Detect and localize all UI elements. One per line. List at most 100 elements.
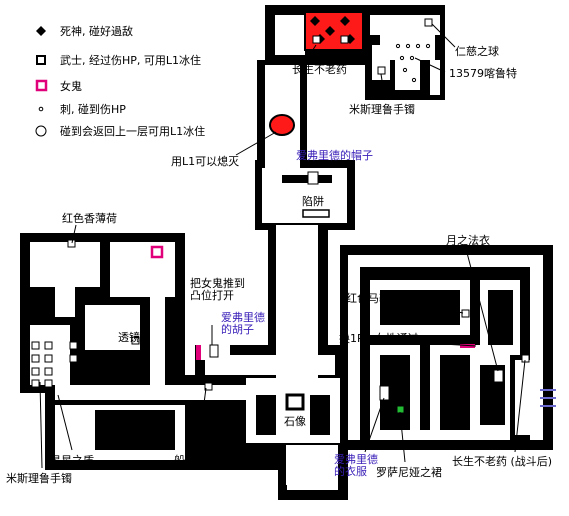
ghost-legend-icon xyxy=(35,79,48,92)
hat-chest-icon xyxy=(307,171,319,185)
inner-wall xyxy=(420,345,430,430)
mandrake-chest-icon xyxy=(461,309,470,318)
spike-markers xyxy=(395,43,431,83)
bottom-exit xyxy=(284,485,287,497)
lens-room-floor xyxy=(85,305,140,350)
leader-line xyxy=(414,57,446,73)
inner-wall xyxy=(380,290,460,325)
label-captain-hat: 船长之帽 xyxy=(174,453,218,467)
spike-icon xyxy=(409,55,415,61)
label-push-ghost-2: 凸位打开 xyxy=(190,288,234,302)
legend-ghost: 女鬼 xyxy=(60,79,82,93)
connector-floor xyxy=(205,355,335,375)
beard-chest-icon xyxy=(209,344,219,358)
ghost-marker xyxy=(150,245,164,259)
label-misri-bottom: 米斯理鲁手镯 xyxy=(6,471,72,485)
label-push-ghost-1: 把女鬼推到 xyxy=(190,276,245,290)
spike-legend-icon xyxy=(38,106,44,112)
label-moon-robe: 月之法衣 xyxy=(446,233,490,247)
label-misri-top: 米斯理鲁手镯 xyxy=(349,102,415,116)
skirt-item-icon xyxy=(396,405,405,414)
pillar xyxy=(31,367,40,376)
label-afreed-clothes-1: 爱弗里德 xyxy=(334,452,378,466)
leader-line xyxy=(465,248,499,372)
label-lens: 透镜 xyxy=(118,330,140,344)
inner-wall xyxy=(256,395,276,435)
label-red-mint: 红色香薄荷 xyxy=(62,211,117,225)
bounce-legend-icon xyxy=(35,125,47,137)
pillar xyxy=(69,341,78,350)
label-elixir-after: 长生不老药 (战斗后) xyxy=(452,454,552,468)
robe-chest-icon xyxy=(493,369,504,383)
pillar xyxy=(31,354,40,363)
elixir-after-chest-icon xyxy=(521,354,530,363)
misri-chest-icon xyxy=(377,66,386,75)
label-elixir-top: 长生不老药 xyxy=(292,62,347,76)
label-afreed-clothes-2: 的衣服 xyxy=(334,464,367,478)
right-final-room xyxy=(515,360,535,435)
spike-icon xyxy=(425,43,431,49)
leader-line xyxy=(364,397,385,453)
label-female-pass: 换1P为女性通过 xyxy=(339,331,419,345)
leader-line xyxy=(57,394,73,451)
legend-spike: 刺, 碰到伤HP xyxy=(60,103,126,116)
spike-icon xyxy=(395,43,401,49)
inner-wall xyxy=(282,175,332,183)
captain-hat-chest-icon xyxy=(204,382,213,391)
label-afreed-beard-1: 爱弗里德 xyxy=(221,310,265,324)
label-trap: 陷阱 xyxy=(302,194,324,208)
east-vertical-floor xyxy=(150,280,165,390)
label-kindness-orb: 仁慈之球 xyxy=(455,44,499,58)
right-left-vertical xyxy=(348,260,360,440)
east-shaft-floor xyxy=(430,60,440,95)
inner-wall xyxy=(488,290,513,345)
top-room-floor xyxy=(275,15,305,55)
legend-warrior: 武士, 经过伤HP, 可用L1冰住 xyxy=(60,53,201,67)
pillar xyxy=(44,367,53,376)
mint-room-floor xyxy=(30,242,100,287)
leader-line xyxy=(197,387,207,451)
pillar-cluster xyxy=(31,341,78,388)
west-corridor-floor xyxy=(55,385,270,400)
label-afreed-hat: 爱弗里德的帽子 xyxy=(296,148,373,162)
spike-icon xyxy=(399,55,405,61)
leader-line xyxy=(39,381,43,469)
west-vertical-floor xyxy=(55,335,67,390)
statue-icon xyxy=(285,393,305,411)
exit-bars xyxy=(540,389,556,407)
label-afreed-beard-2: 的胡子 xyxy=(221,322,254,336)
female-door xyxy=(460,344,475,348)
warrior-legend-icon xyxy=(36,55,46,65)
leader-line xyxy=(431,23,456,48)
pillar xyxy=(44,354,53,363)
trap-slab xyxy=(302,209,330,218)
leader-line xyxy=(442,343,477,347)
clothes-chest-icon xyxy=(379,385,390,401)
ghost-room-floor xyxy=(110,242,175,297)
inner-wall xyxy=(440,355,470,430)
spike-icon xyxy=(402,67,408,73)
pillar xyxy=(69,354,78,363)
pillar xyxy=(44,379,53,388)
leader-lines xyxy=(39,23,526,469)
codes-room-floor xyxy=(395,55,420,90)
elixir-chest-icon xyxy=(312,35,321,44)
mint-chest-icon xyxy=(67,239,76,248)
item-chest-icon xyxy=(340,35,349,44)
pillar xyxy=(31,379,40,388)
legend-bounce: 碰到会返回上一层可用L1冰住 xyxy=(60,124,205,138)
pillar xyxy=(44,341,53,350)
bottom-tail-floor xyxy=(286,445,338,490)
death-legend-icon xyxy=(36,26,46,36)
leader-line xyxy=(407,301,464,314)
label-codes: 13579喀鲁特 xyxy=(449,66,517,80)
death-icon xyxy=(325,26,335,36)
right-upper-corridor xyxy=(348,255,543,267)
label-rosani-skirt: 罗萨尼娅之裙 xyxy=(376,465,442,479)
legend-death: 死神, 碰好過敌 xyxy=(60,24,133,38)
spike-icon xyxy=(415,43,421,49)
label-l1-extinguish: 用L1可以熄灭 xyxy=(171,154,239,168)
inner-wall xyxy=(95,410,175,450)
pillar xyxy=(31,341,40,350)
